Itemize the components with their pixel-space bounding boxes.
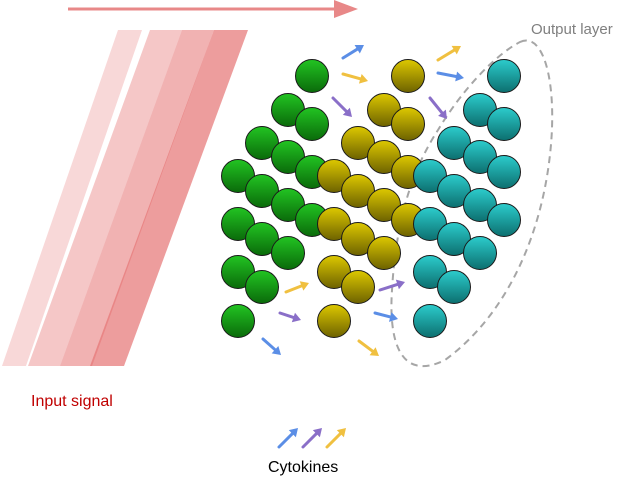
signal-plane [28,30,182,366]
cytokine-arrow [378,279,405,292]
signal-direction-arrow [68,0,358,18]
signal-plane [2,30,142,366]
cytokine-arrow [278,311,301,323]
green-cell [245,270,279,304]
green-cell [271,236,305,270]
cytokine-arrows [261,44,464,356]
cytokine-arrow [284,281,309,294]
green-cell [295,107,329,141]
cyan-cell [437,270,471,304]
green-cell [221,304,255,338]
output-layer-boundary [390,39,554,367]
yellow-cell [367,236,401,270]
signal-plane [90,30,248,366]
signal-plane [60,30,214,366]
cell-array [221,59,521,338]
input-signal-label: Input signal [31,393,113,410]
cytokine-arrow [341,72,368,84]
cytokine-arrow [436,71,464,82]
cytokine-arrow [373,311,398,322]
cytokine-arrow [277,428,298,449]
cytokines-label: Cytokines [268,459,339,476]
cytokine-arrow [341,44,364,60]
yellow-cell [317,304,351,338]
input-signal-planes [2,30,248,366]
output-layer-label: Output layer [531,21,613,38]
cytokine-arrow [357,339,379,356]
cyan-cell [487,107,521,141]
cytokine-arrow [301,428,322,449]
cyan-cell [487,203,521,237]
cytokine-arrow [331,96,352,117]
cytokine-arrow [325,428,346,449]
yellow-cell [391,107,425,141]
cyan-cell [463,236,497,270]
yellow-cell [341,270,375,304]
cyan-cell [413,304,447,338]
yellow-cell [391,59,425,93]
cytokine-arrow [436,45,461,62]
cytokine-arrow [428,96,447,119]
cyan-cell [487,155,521,189]
cyan-cell [487,59,521,93]
cytokine-legend-arrows [277,428,346,449]
cytokine-arrow [261,337,281,355]
green-cell [295,59,329,93]
